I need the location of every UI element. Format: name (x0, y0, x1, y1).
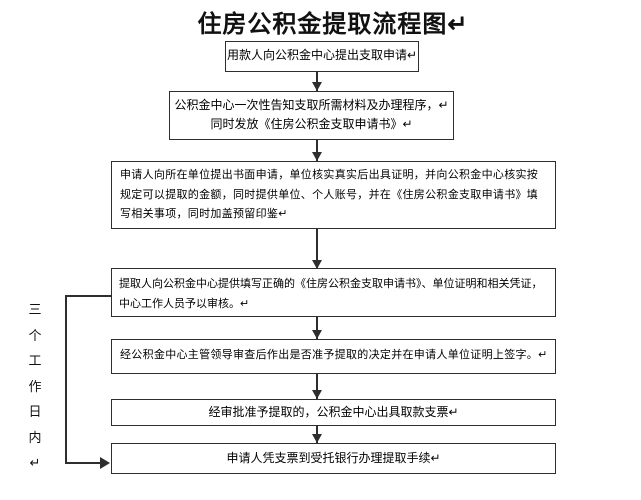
flow-step-3: 申请人向所在单位提出书面申请，单位核实真实后出具证明，并向公积金中心核实按 规定… (111, 161, 556, 229)
flow-step-5: 经公积金中心主管领导审查后作出是否准予提取的决定并在申请人单位证明上签字。↵ (111, 339, 556, 374)
flow-arrow-2 (312, 140, 322, 161)
flow-arrow-5 (312, 374, 322, 399)
flow-arrow-1 (312, 71, 322, 91)
side-bracket-vertical-line (65, 295, 67, 464)
side-bracket-arrow-icon (100, 457, 110, 469)
flow-step-7: 申请人凭支票到受托银行办理提取手续↵ (111, 443, 556, 474)
side-label-three-working-days: 三 个 工 作 日 内 ↵ (28, 302, 42, 470)
flow-step-4: 提取人向公积金中心提供填写正确的《住房公积金支取申请书》、单位证明和相关凭证， … (111, 268, 556, 317)
page-title: 住房公积金提取流程图↵ (197, 11, 469, 38)
flow-arrow-4 (312, 317, 322, 339)
flow-step-1: 用款人向公积金中心提出支取申请↵ (225, 41, 419, 72)
flow-step-2: 公积金中心一次性告知支取所需材料及办理程序，↵ 同时发放《住房公积金支取申请书》… (169, 91, 454, 140)
flow-step-6: 经审批准予提取的，公积金中心出具取款支票↵ (111, 399, 556, 426)
side-bracket-top-line (65, 295, 112, 297)
side-bracket-bottom-line (65, 462, 102, 464)
flow-arrow-3 (312, 229, 322, 269)
flow-arrow-6 (312, 426, 322, 443)
